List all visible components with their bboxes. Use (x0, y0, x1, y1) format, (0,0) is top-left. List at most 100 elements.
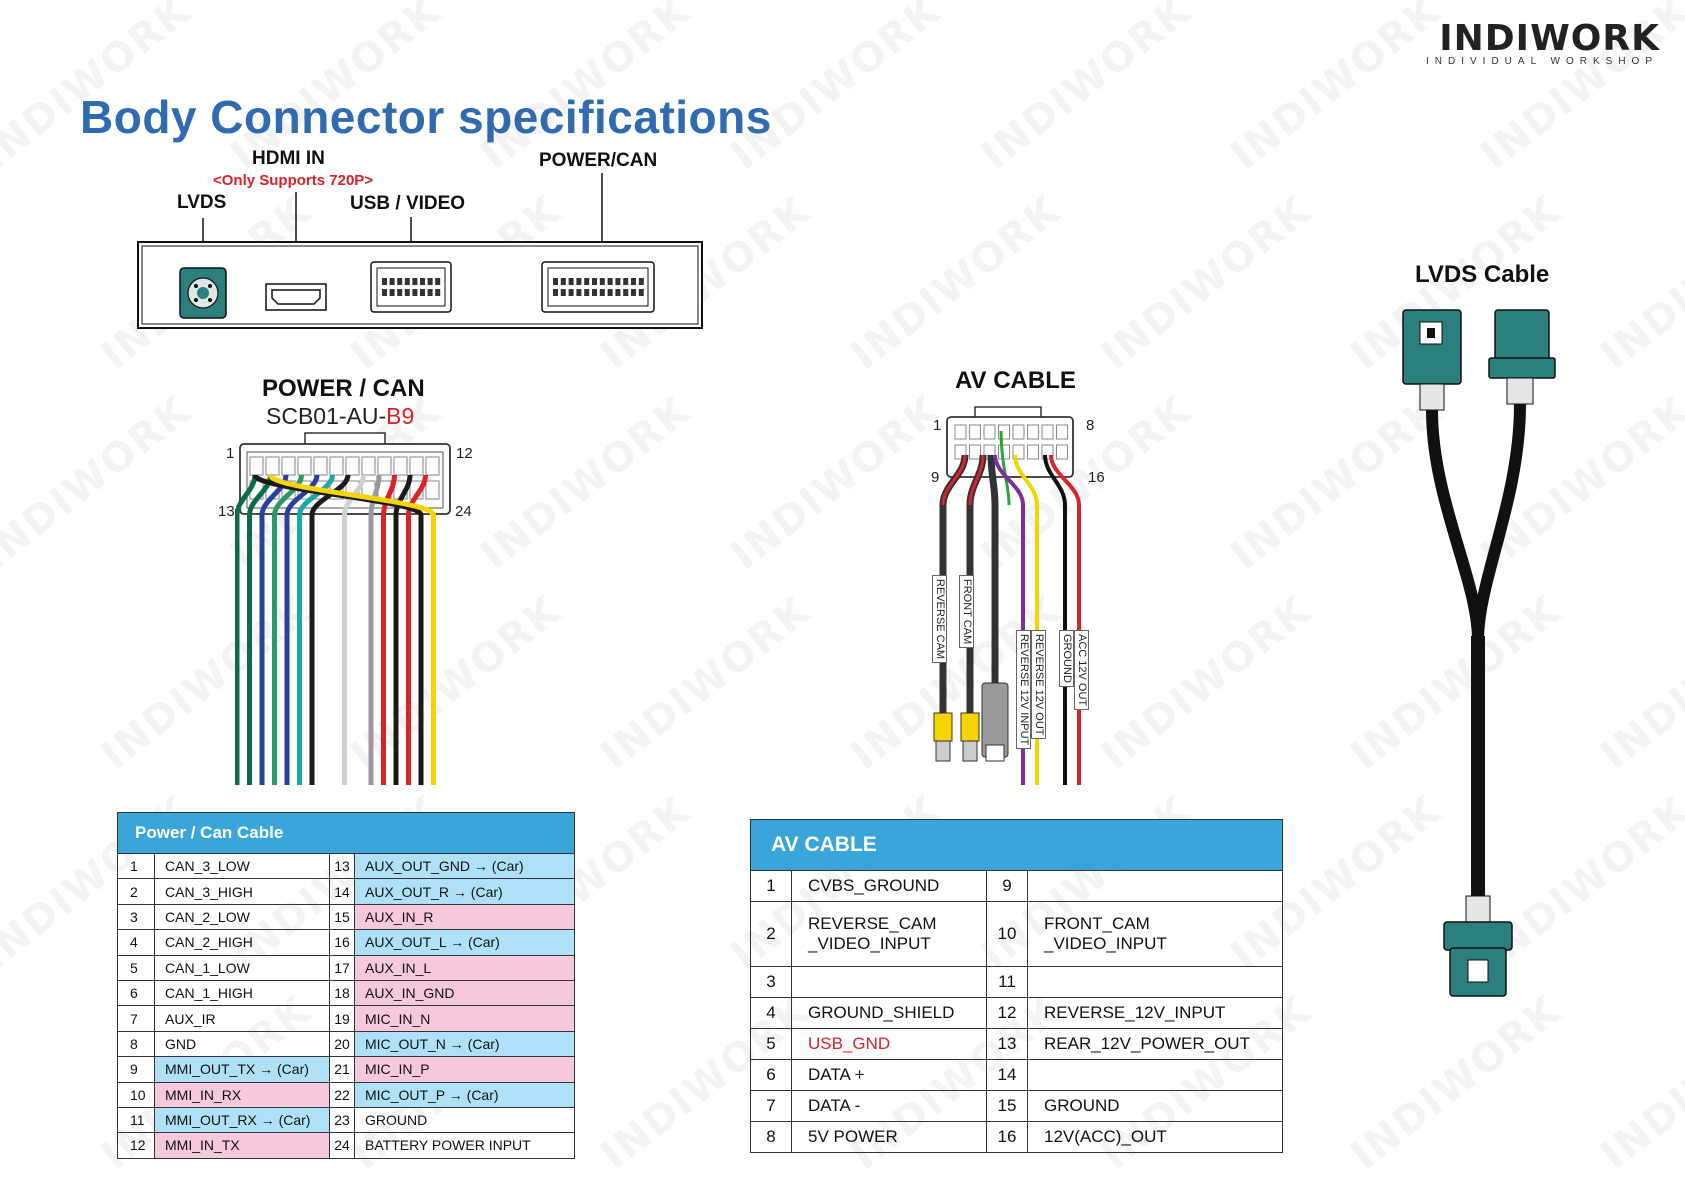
pin-number: 6 (750, 1059, 792, 1091)
pin-function: AUX_IN_GND (354, 979, 575, 1007)
power-can-wire (272, 474, 304, 785)
watermark-logo: INDIWORK (473, 387, 700, 579)
pin-number: 14 (986, 1059, 1028, 1091)
body-connector-panel (137, 173, 703, 329)
power-can-wire (247, 474, 273, 785)
pin-function (791, 966, 987, 998)
pin-number: 1 (750, 870, 792, 902)
pin-number: 21 (329, 1056, 355, 1083)
pin-function: CAN_2_HIGH (154, 929, 330, 956)
lvds-label: LVDS (177, 192, 227, 213)
pin-number: 19 (329, 1005, 355, 1032)
watermark-logo: INDIWORK (1093, 587, 1320, 779)
av-pin-label-16: 16 (1088, 469, 1105, 486)
pin-function: AUX_OUT_R → (Car) (354, 878, 575, 905)
watermark-logo: INDIWORK (1593, 587, 1685, 779)
pin-number: 16 (986, 1121, 1028, 1153)
pin-function: GROUND_SHIELD (791, 997, 987, 1029)
av-wire-label-reverse-12v-input: REVERSE 12V INPUT (1016, 630, 1031, 750)
watermark-logo: INDIWORK (1593, 987, 1685, 1179)
av-cable-table-title: AV CABLE (750, 819, 1283, 871)
pin-function: MMI_IN_TX (154, 1132, 330, 1159)
pin-function: REVERSE_CAM _VIDEO_INPUT (791, 901, 987, 967)
pin-number: 6 (117, 979, 155, 1007)
pin-function: MMI_OUT_RX → (Car) (154, 1106, 330, 1134)
pin-function: BATTERY POWER INPUT (354, 1132, 575, 1159)
logo-text: INDIWORK (1439, 18, 1660, 59)
pin-function: MIC_OUT_N → (Car) (354, 1030, 575, 1058)
pin-number: 15 (986, 1090, 1028, 1122)
pin-number: 10 (986, 901, 1028, 967)
pin-number: 12 (986, 997, 1028, 1029)
pin-function: MMI_IN_RX (154, 1081, 330, 1108)
pin-number: 12 (117, 1132, 155, 1159)
power-can-title: POWER / CAN (262, 375, 425, 402)
power-can-part-number: SCB01-AU-B9 (266, 403, 414, 430)
power-can-table-title: Power / Can Cable (117, 812, 575, 854)
pin-label-24: 24 (455, 503, 472, 520)
pin-function: REAR_12V_POWER_OUT (1027, 1028, 1283, 1060)
pin-number: 16 (329, 929, 355, 956)
pin-number: 2 (750, 901, 792, 967)
usb-video-label: USB / VIDEO (350, 193, 466, 214)
pin-function: MIC_IN_N (354, 1005, 575, 1032)
pin-number: 11 (117, 1106, 155, 1134)
pin-label-13: 13 (218, 503, 235, 520)
pin-function: MMI_OUT_TX → (Car) (154, 1056, 330, 1083)
power-can-connector-diagram (235, 432, 451, 785)
pin-function: USB_GND (791, 1028, 987, 1060)
pin-function: AUX_IN_L (354, 954, 575, 981)
lvds-cable-diagram (1402, 309, 1556, 997)
watermark-logo: INDIWORK (1593, 187, 1685, 379)
av-wire-label-reverse-12v-out: REVERSE 12V OUT (1031, 630, 1046, 740)
pin-number: 20 (329, 1030, 355, 1058)
pin-function: CAN_3_HIGH (154, 878, 330, 905)
pin-function: 5V POWER (791, 1121, 987, 1153)
table-row: 3 11 (750, 966, 1283, 998)
part-suffix: B9 (386, 403, 415, 429)
pin-number: 15 (329, 903, 355, 931)
power-can-wire (235, 474, 258, 785)
power-can-wire (268, 472, 436, 785)
pin-function: DATA - (791, 1090, 987, 1122)
pin-number: 11 (986, 966, 1028, 998)
pin-function: DATA + (791, 1059, 987, 1091)
pin-number: 3 (117, 903, 155, 931)
power-can-wire (259, 474, 289, 785)
av-pin-label-8: 8 (1086, 417, 1095, 434)
pin-number: 8 (117, 1030, 155, 1058)
pin-number: 14 (329, 878, 355, 905)
pin-number: 3 (750, 966, 792, 998)
pin-number: 2 (117, 878, 155, 905)
watermark-logo: INDIWORK (973, 0, 1200, 179)
power-can-label: POWER/CAN (539, 150, 658, 171)
av-pin-label-9: 9 (931, 469, 940, 486)
pin-number: 1 (117, 852, 155, 880)
pin-number: 9 (986, 870, 1028, 902)
power-can-wire (368, 474, 382, 785)
pin-function (1027, 1059, 1283, 1091)
av-cable-table-header: AV CABLE (750, 819, 1283, 871)
av-wire-label-reverse-cam: REVERSE CAM (932, 575, 947, 664)
watermark-logo: INDIWORK (1223, 0, 1450, 179)
pin-number: 7 (750, 1090, 792, 1122)
pin-function: CAN_1_HIGH (154, 979, 330, 1007)
power-can-wire (342, 474, 366, 785)
pin-function: MIC_OUT_P → (Car) (354, 1081, 575, 1108)
pin-function: GROUND (1027, 1090, 1283, 1122)
pin-number: 5 (117, 954, 155, 981)
pin-function (1027, 966, 1283, 998)
pin-function: GROUND (354, 1106, 575, 1134)
power-can-wire (406, 474, 428, 785)
pin-function: 12V(ACC)_OUT (1027, 1121, 1283, 1153)
